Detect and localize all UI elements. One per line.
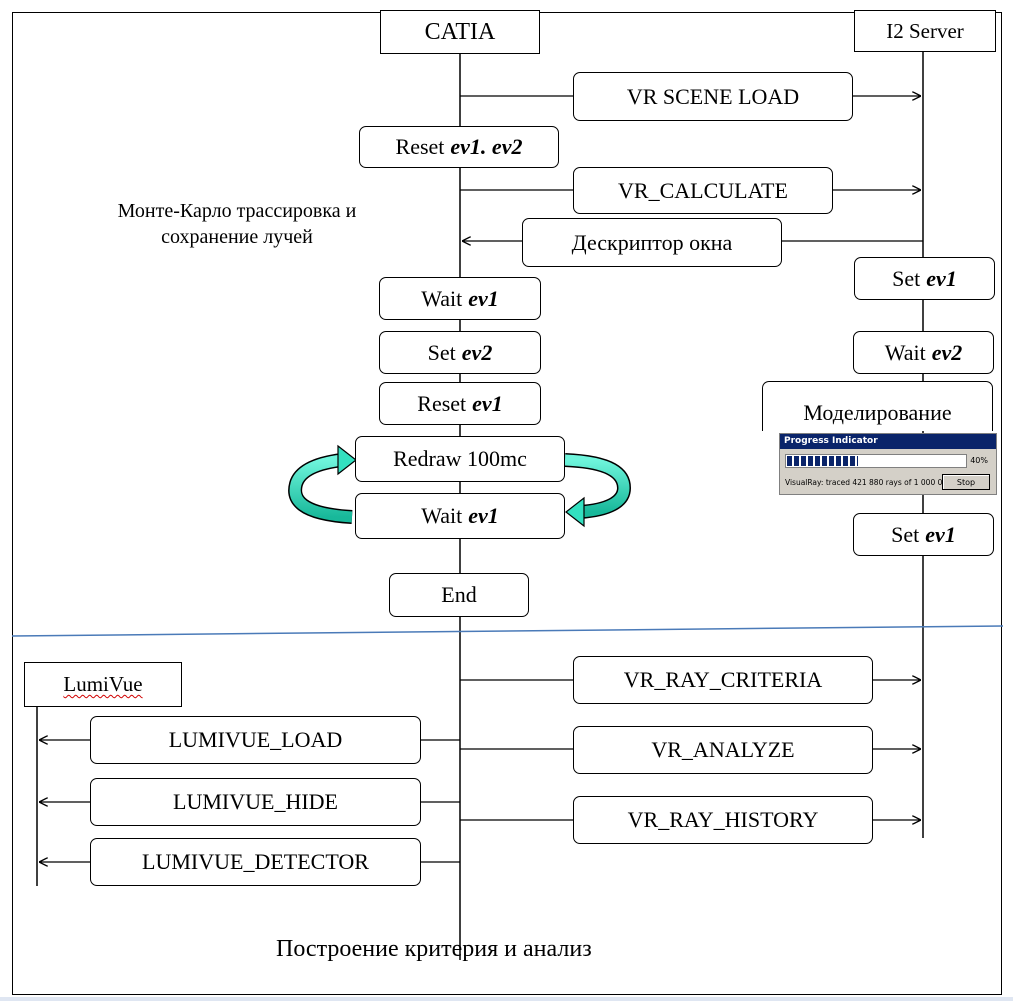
step-label: Reset: [395, 134, 445, 159]
step-label: Reset: [417, 390, 467, 416]
stop-button[interactable]: Stop: [942, 474, 990, 490]
step-label: End: [441, 582, 477, 607]
step-label: Wait: [421, 285, 463, 311]
server-lane-header: I2 Server: [854, 10, 996, 52]
step-reset-ev1-ev2: Reset ev1. ev2: [359, 126, 559, 168]
server-step-set-ev1: Set ev1: [854, 257, 995, 300]
step-wait-ev1: Wait ev1: [379, 277, 541, 320]
server-step-modeling: Моделирование: [762, 381, 993, 431]
message-label: LUMIVUE_DETECTOR: [142, 849, 369, 874]
progress-indicator-title: Progress Indicator: [780, 434, 996, 449]
message-lumivue-load: LUMIVUE_LOAD: [90, 716, 421, 764]
step-events: ev2: [461, 339, 493, 365]
catia-lane-title: CATIA: [424, 18, 496, 45]
step-events: ev1: [472, 390, 503, 416]
message-label: VR_RAY_HISTORY: [627, 807, 819, 832]
lumivue-lane-header: LumiVue: [24, 662, 182, 707]
message-label: LUMIVUE_HIDE: [173, 789, 338, 814]
message-vr-scene-load: VR SCENE LOAD: [573, 72, 853, 121]
step-events: ev1: [468, 285, 499, 311]
message-label: VR_RAY_CRITERIA: [623, 667, 823, 692]
loop-arrow-left-icon: [288, 444, 357, 524]
step-wait-loop-ev1: Wait ev1: [355, 493, 565, 539]
monte-carlo-note-line1: Монте-Карло трассировка и: [117, 200, 357, 222]
message-label: VR_CALCULATE: [618, 177, 788, 203]
step-events: ev1: [926, 265, 957, 291]
monte-carlo-note: Монте-Карло трассировка и сохранение луч…: [82, 198, 392, 250]
step-label: Wait: [884, 339, 926, 365]
step-events: ev1: [468, 503, 499, 528]
message-vr-analyze: VR_ANALYZE: [573, 726, 873, 774]
message-vr-calculate: VR_CALCULATE: [573, 167, 833, 214]
step-end: End: [389, 573, 529, 617]
message-vr-ray-criteria: VR_RAY_CRITERIA: [573, 656, 873, 704]
step-label: Set: [891, 521, 920, 547]
section-caption: Построение критерия и анализ: [276, 936, 592, 962]
window-bottom-edge: [0, 997, 1013, 1001]
progress-message: VisualRay: traced 421 880 rays of 1 000 …: [785, 478, 952, 487]
message-vr-ray-history: VR_RAY_HISTORY: [573, 796, 873, 844]
step-set-ev2: Set ev2: [379, 331, 541, 374]
server-lane-title: I2 Server: [886, 18, 964, 43]
step-events: ev2: [931, 339, 963, 365]
message-lumivue-detector: LUMIVUE_DETECTOR: [90, 838, 421, 886]
progress-percent: 40%: [970, 456, 988, 465]
catia-lane-header: CATIA: [380, 10, 540, 54]
message-label: Дескриптор окна: [571, 229, 733, 255]
step-label: Моделирование: [803, 399, 952, 425]
server-step-set-ev1-b: Set ev1: [853, 513, 994, 556]
lumivue-lane-title: LumiVue: [63, 672, 143, 696]
progress-indicator-window: Progress Indicator 40% VisualRay: traced…: [779, 433, 997, 495]
step-redraw: Redraw 100mc: [355, 436, 565, 482]
monte-carlo-note-line2: сохранение лучей: [161, 226, 313, 248]
message-label: VR_ANALYZE: [651, 737, 795, 762]
message-lumivue-hide: LUMIVUE_HIDE: [90, 778, 421, 826]
message-label: LUMIVUE_LOAD: [168, 727, 343, 752]
progress-bar-fill: [787, 456, 858, 466]
section-divider: [11, 625, 1004, 637]
progress-bar: [785, 454, 967, 468]
step-label: Set: [427, 339, 456, 365]
server-step-wait-ev2: Wait ev2: [853, 331, 994, 374]
step-label: Wait: [421, 503, 463, 528]
step-label: Set: [892, 265, 921, 291]
step-events: ev1: [925, 521, 956, 547]
message-window-descriptor: Дескриптор окна: [522, 218, 782, 267]
step-events: ev1. ev2: [450, 134, 523, 159]
loop-arrow-right-icon: [564, 453, 632, 528]
step-reset-ev1: Reset ev1: [379, 382, 541, 425]
message-label: VR SCENE LOAD: [626, 83, 800, 109]
step-label: Redraw 100mc: [393, 446, 527, 471]
